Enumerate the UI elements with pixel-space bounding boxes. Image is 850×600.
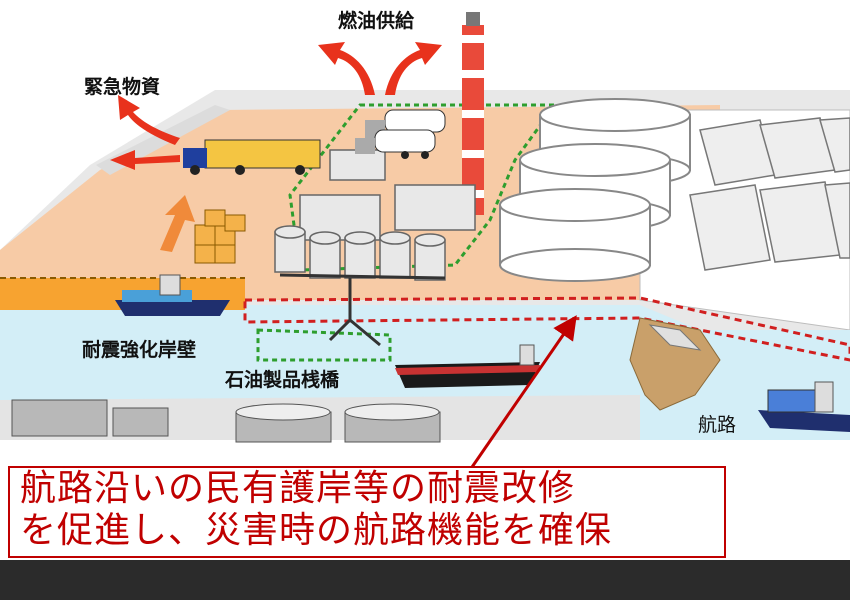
label-oil-pier: 石油製品桟橋	[225, 369, 340, 391]
ship-container	[758, 381, 850, 432]
green-zone-plant	[288, 103, 558, 272]
label-seismic-quay: 耐震強化岸壁	[82, 339, 197, 361]
ship-quay	[115, 274, 230, 316]
label-channel: 航路	[698, 414, 737, 436]
up-arrow	[160, 195, 195, 252]
cargo-boxes	[194, 209, 246, 264]
ship-tanker	[395, 344, 540, 388]
bottom-bar	[0, 560, 850, 600]
large-tanks	[499, 98, 691, 282]
green-zone-pier	[256, 328, 392, 362]
banner-line-1: 航路沿いの民有護岸等の耐震改修	[20, 468, 576, 509]
supply-arrows	[110, 42, 442, 170]
truck-tankers	[355, 109, 446, 159]
banner-line-2: を促進し、災害時の航路機能を確保	[20, 510, 613, 551]
label-fuel-supply: 燃油供給	[338, 10, 415, 32]
front-buildings	[11, 399, 441, 443]
collapse-area	[629, 317, 721, 411]
warehouses	[689, 117, 850, 271]
label-emergency-goods: 緊急物資	[84, 76, 161, 98]
message-banner: 航路沿いの民有護岸等の耐震改修 を促進し、災害時の航路機能を確保	[8, 466, 726, 558]
pointer-arrow	[468, 315, 577, 471]
small-tanks	[274, 149, 476, 281]
truck-emergency	[183, 139, 321, 175]
